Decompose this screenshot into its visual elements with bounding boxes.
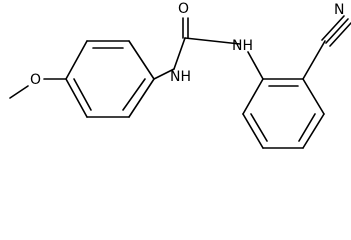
left-ring-bond-a [128, 40, 155, 80]
right-ring-inner-bond-2 [298, 113, 316, 142]
nitrile-triple-bond-2 [325, 18, 349, 44]
right-ring-bond-c [302, 113, 325, 149]
methoxy-oxygen-label: O [30, 72, 41, 88]
bond-left-nh-to-ring [153, 68, 175, 80]
left-nh-label: NH [170, 69, 191, 85]
left-ring-inner-bond-2 [73, 78, 92, 111]
bond-carbonyl-to-right-nh [184, 37, 241, 45]
right-ring-bond-f [242, 78, 264, 115]
bond-right-nh-to-ring [247, 51, 264, 80]
left-ring-inner-bond-3 [122, 78, 146, 111]
left-ring-bond-f [128, 78, 155, 118]
bond-methoxy-oxygen-to-methyl [9, 85, 29, 99]
nitrile-triple-bond-3 [329, 22, 351, 47]
left-ring-bond-c [65, 40, 88, 80]
bond-carbonyl-to-left-nh [173, 37, 186, 70]
bond-ring-to-nitrile-carbon [302, 40, 326, 80]
right-ring-bond-b [302, 78, 325, 115]
nitrile-triple-bond-1 [321, 15, 345, 41]
left-ring-bond-d [65, 78, 88, 118]
chemical-structure-diagram: O NH NH N O [9, 1, 351, 149]
carbonyl-oxygen-label: O [178, 1, 189, 17]
right-nh-label: NH [232, 38, 253, 54]
right-ring-inner-bond-3 [250, 113, 268, 142]
nitrile-nitrogen-label: N [334, 2, 344, 18]
structure-canvas: O NH NH N O [9, 1, 351, 149]
right-ring-bond-e [242, 113, 264, 149]
